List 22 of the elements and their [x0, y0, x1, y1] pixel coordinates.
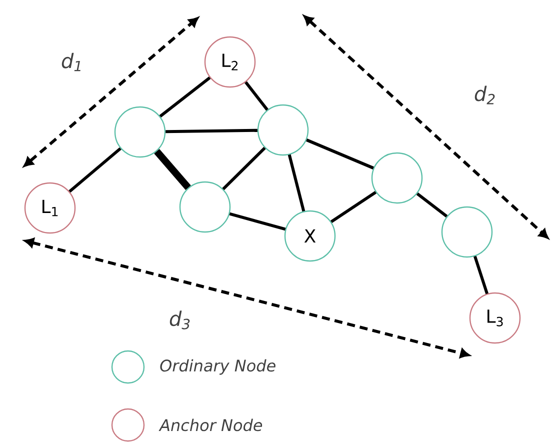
node-circle — [441, 206, 493, 258]
edge-line — [474, 256, 488, 294]
edge-line — [229, 212, 286, 231]
edge-line — [222, 146, 266, 190]
edge-line — [416, 192, 448, 218]
node-circle — [114, 106, 166, 158]
legend-label: Anchor Node — [158, 418, 262, 432]
edge-line — [68, 147, 122, 193]
node-circle — [371, 152, 423, 204]
legend-label: Ordinary Node — [160, 359, 276, 375]
edge-line — [166, 128, 258, 134]
distance-label: d$_{1}$ — [62, 52, 80, 72]
edge-line — [306, 138, 374, 170]
edge-line — [244, 81, 268, 111]
distance-label: d$_{3}$ — [170, 310, 190, 330]
edge-line — [159, 76, 211, 118]
edge-line — [154, 149, 191, 190]
node-circle — [179, 181, 231, 233]
edge-line — [330, 190, 377, 224]
edge-line — [288, 154, 306, 212]
distance-label: d$_{2}$ — [474, 86, 495, 104]
node-circle — [257, 104, 309, 156]
